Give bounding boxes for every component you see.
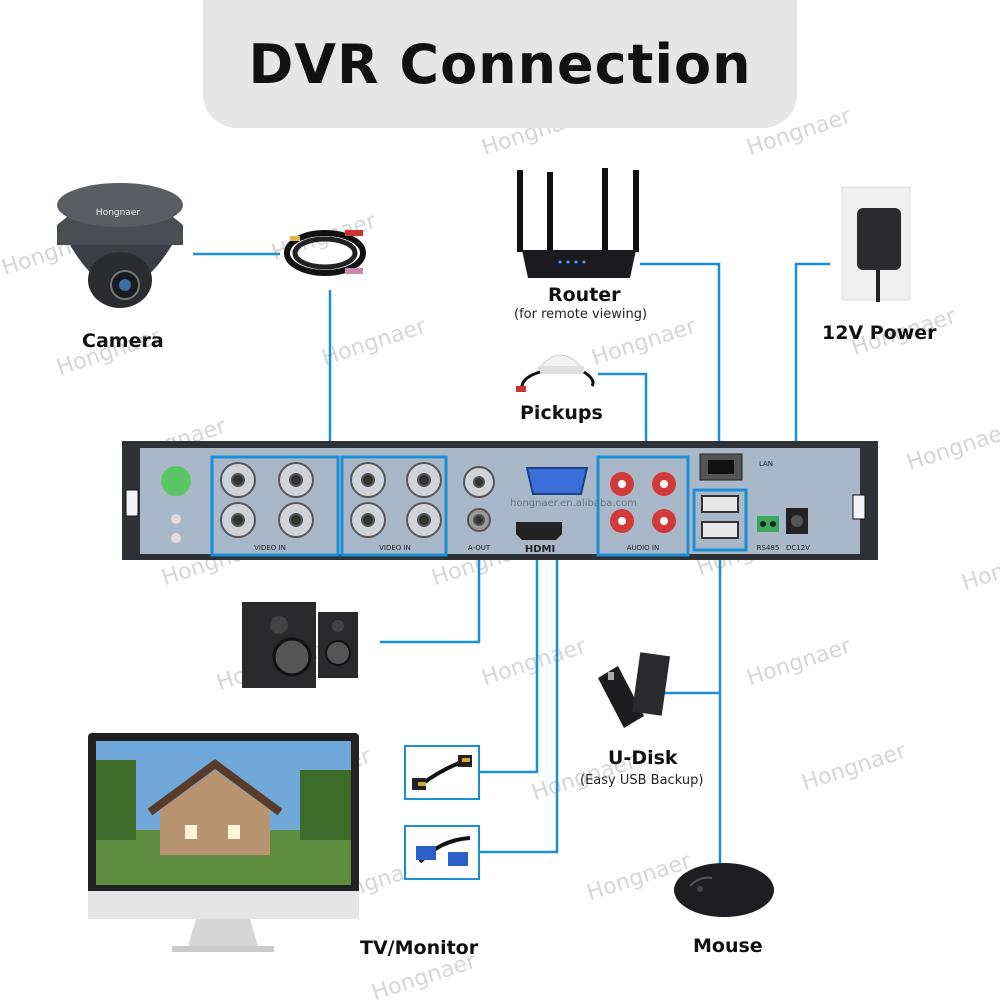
aout-label: A-OUT	[468, 544, 491, 552]
bnc-port-spot	[463, 466, 495, 498]
bnc-port-8	[406, 502, 442, 538]
audio-in-highlight	[596, 455, 690, 557]
rs485-label: RS485	[757, 544, 780, 552]
hdmi-line	[480, 552, 539, 774]
bnc-connectors	[220, 462, 495, 538]
speaker-line	[380, 540, 481, 644]
bnc-port-1	[220, 462, 256, 498]
video-in-label-1: VIDEO IN	[254, 544, 286, 552]
coax-cable-icon	[284, 230, 366, 276]
usb-ports-icon	[701, 495, 739, 539]
bnc-port-6	[406, 462, 442, 498]
mouse-icon	[674, 863, 774, 917]
usb-drive-icon	[598, 652, 671, 728]
vga-line	[480, 490, 559, 854]
bnc-port-5	[350, 462, 386, 498]
bnc-port-2	[278, 462, 314, 498]
bnc-port-4	[278, 502, 314, 538]
dc12v-label: DC12V	[786, 544, 810, 552]
vga-port-icon	[525, 467, 589, 495]
hdmi-label: HDMI	[525, 544, 555, 555]
router-icon	[517, 168, 639, 278]
title-bar: DVR Connection	[203, 0, 797, 128]
speaker-icon	[242, 602, 358, 688]
lan-label: LAN	[759, 460, 773, 468]
hdmi-cable-icon	[412, 755, 472, 790]
bnc-port-7	[350, 502, 386, 538]
pickups-label: Pickups	[520, 402, 603, 424]
dvr-rear-panel	[122, 441, 878, 560]
power-adapter-icon	[841, 186, 911, 302]
usb-highlight	[692, 488, 748, 552]
router-sublabel: (for remote viewing)	[514, 307, 648, 322]
camera-label: Camera	[82, 330, 164, 352]
udisk-sublabel: (Easy USB Backup)	[580, 773, 704, 788]
router-label: Router	[548, 284, 621, 306]
camera-brand: Hongnaer	[96, 208, 140, 218]
hdmi-port-icon	[516, 522, 562, 540]
page-title: DVR Connection	[248, 32, 752, 96]
rs485-terminal-icon	[757, 516, 779, 532]
ground-terminal-icon	[161, 466, 191, 496]
panel-watermark: hongnaer.en.alibaba.com	[510, 498, 637, 509]
vga-cable-icon	[416, 836, 471, 866]
aout-port	[467, 508, 491, 532]
bnc-port-3	[220, 502, 256, 538]
video-in-highlight-2	[340, 455, 448, 557]
audio-in-label: AUDIO IN	[627, 544, 659, 552]
dc12v-port-icon	[786, 508, 808, 534]
power-label: 12V Power	[822, 322, 937, 344]
monitor-label: TV/Monitor	[360, 937, 479, 959]
video-in-label-2: VIDEO IN	[379, 544, 411, 552]
monitor-icon	[88, 733, 359, 952]
lan-port-icon	[699, 453, 743, 481]
pickups-line	[598, 372, 648, 455]
dome-camera: Hongnaer	[57, 183, 183, 308]
power-line	[794, 262, 830, 498]
udisk-label: U-Disk	[608, 747, 678, 769]
router-line	[640, 262, 721, 455]
video-in-highlight-1	[210, 455, 340, 557]
microphone-icon	[516, 354, 595, 392]
connection-lines	[193, 252, 830, 866]
mouse-label: Mouse	[693, 935, 763, 957]
rca-audio-ports	[610, 472, 676, 533]
